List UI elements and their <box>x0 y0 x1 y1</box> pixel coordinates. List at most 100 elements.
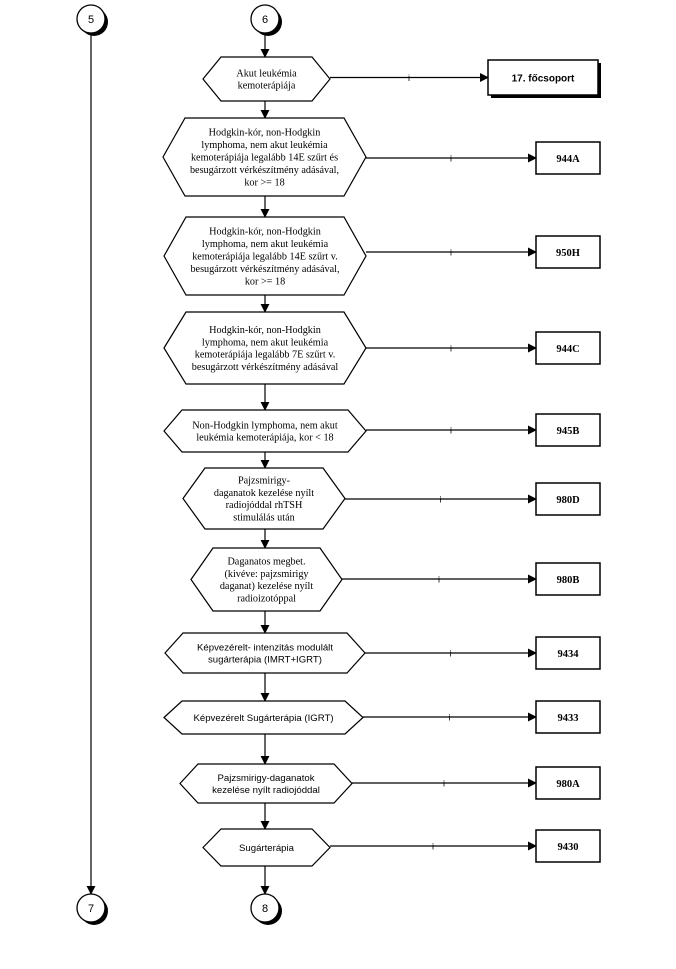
decision-text-line: Daganatos megbet. <box>227 556 305 567</box>
decision-text-line: lymphoma, nem akut leukémia <box>201 140 328 151</box>
outcome-code: 17. főcsoport <box>512 74 575 85</box>
decision-text: Képvezérelt Sugárterápia (IGRT) <box>193 713 333 724</box>
decision-text-line: leukémia kemoterápiája, kor < 18 <box>196 433 333 444</box>
decision-text-line: (kivéve: pajzsmirigy <box>224 569 309 580</box>
decision-text-line: stimulálás után <box>233 513 294 524</box>
connector-left-bottom: 7 <box>76 893 108 925</box>
outcome-code: 9434 <box>558 649 580 660</box>
decision-shape <box>163 700 364 735</box>
decision-node: Sugárterápia <box>202 828 331 867</box>
decision-text-line: Hodgkin-kór, non-Hodgkin <box>209 227 321 238</box>
edge-label: i <box>450 154 452 164</box>
outcome-code: 9433 <box>558 713 579 724</box>
outcome-box: 944C <box>535 331 601 365</box>
decision-text-line: Pajzsmirigy-daganatok <box>217 773 314 784</box>
outcome-box: 980A <box>535 766 601 800</box>
decision-shape <box>202 56 331 102</box>
decision-text-line: kor >= 18 <box>244 177 284 188</box>
decision-node: Képvezérelt- intenzitás modulált sugárter… <box>164 632 366 674</box>
outcome-box: 17. főcsoport <box>487 59 601 98</box>
decision-text-line: lymphoma, nem akut leukémia <box>202 239 329 250</box>
edge-label: i <box>450 426 452 436</box>
outcome-box: 980D <box>535 482 601 516</box>
outcome-box: 9430 <box>535 829 601 863</box>
decision-text-line: daganat) kezelése nyílt <box>220 581 314 592</box>
outcome-box: 944A <box>535 141 601 175</box>
decision-text-line: kemoterápiája legalább 7E szűrt v. <box>195 350 336 361</box>
decision-text-line: besugárzott vérkészítmény adásával <box>192 362 339 373</box>
decision-text-line: lymphoma, nem akut leukémia <box>202 337 329 348</box>
decision-shape <box>164 632 366 674</box>
outcome-box: 945B <box>535 413 601 447</box>
edge-label: i <box>450 344 452 354</box>
edge-label: i <box>408 73 410 83</box>
outcome-code: 944A <box>556 154 580 165</box>
decision-text-line: radioizotóppal <box>237 594 296 605</box>
edge-label: i <box>432 842 434 852</box>
outcome-code: 950H <box>556 248 580 259</box>
decision-text-line: Hodgkin-kór, non-Hodgkin <box>209 325 321 336</box>
decision-shape <box>163 409 367 453</box>
decision-shape <box>162 117 367 197</box>
connector-label: 7 <box>88 903 94 915</box>
decision-node: Non-Hodgkin lymphoma, nem akut leukémia k… <box>163 409 367 453</box>
decision-text-line: Hodgkin-kór, non-Hodgkin <box>209 128 321 139</box>
outcome-code: 9430 <box>558 842 579 853</box>
decision-text-line: besugárzott vérkészítmény adásával, <box>190 264 339 275</box>
connector-label: 8 <box>262 903 268 915</box>
decision-text-line: Képvezérelt- intenzitás modulált <box>197 642 333 653</box>
decision-text-line: kemoterápiája legalább 14E szűrt v. <box>192 252 338 263</box>
edge-label: i <box>450 248 452 258</box>
decision-text: Sugárterápia <box>239 843 295 854</box>
decision-shape <box>163 311 367 385</box>
decision-shape <box>163 216 367 296</box>
connector-mid-bottom: 8 <box>250 893 282 925</box>
connector-label: 5 <box>88 14 94 26</box>
decision-text-line: Sugárterápia <box>239 843 295 854</box>
decision-text-line: daganatok kezelése nyílt <box>214 488 314 499</box>
outcome-code: 980D <box>556 495 580 506</box>
decision-text-line: kor >= 18 <box>245 276 285 287</box>
decision-text: Képvezérelt- intenzitás modulált sugárter… <box>197 642 333 665</box>
decision-text-line: kezelése nyílt radiojóddal <box>212 785 320 796</box>
decision-text-line: Képvezérelt Sugárterápia (IGRT) <box>193 713 333 724</box>
decision-text-line: besugárzott vérkészítmény adásával, <box>190 165 339 176</box>
outcome-box: 9434 <box>535 636 601 670</box>
decision-shape <box>202 828 331 867</box>
edge-label: i <box>440 495 442 505</box>
connector-mid-top: 6 <box>250 4 282 36</box>
outcome-code: 980A <box>556 779 580 790</box>
decision-text-line: sugárterápia (IMRT+IGRT) <box>208 655 322 666</box>
decision-text-line: Non-Hodgkin lymphoma, nem akut <box>192 420 338 431</box>
edge-label: i <box>443 779 445 789</box>
outcome-box: 950H <box>535 235 601 269</box>
decision-text-line: radiojóddal rhTSH <box>226 500 303 511</box>
decision-shape <box>182 467 346 530</box>
outcome-code: 944C <box>556 344 579 355</box>
decision-text-line: Akut leukémia <box>236 68 297 79</box>
connector-label: 6 <box>262 14 268 26</box>
outcome-box: 9433 <box>535 700 601 734</box>
outcome-code: 945B <box>557 426 580 437</box>
decision-shape <box>179 763 353 804</box>
edge-label: i <box>449 713 451 723</box>
decision-text-line: Pajzsmirigy- <box>238 475 291 486</box>
edge-label: i <box>438 575 440 585</box>
